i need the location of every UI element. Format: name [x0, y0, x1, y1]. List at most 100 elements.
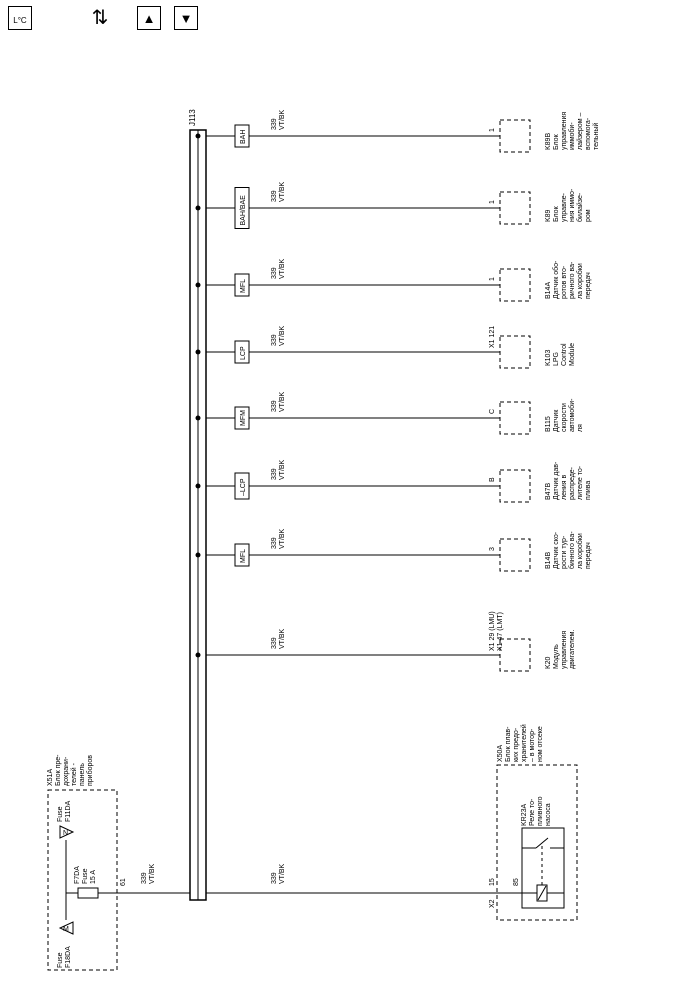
label-line: Fuse — [57, 952, 64, 968]
component-label: LPG — [553, 352, 560, 366]
pin-label: 1 — [489, 200, 496, 204]
component-label: распреде- — [569, 466, 576, 500]
component-label: Блок — [553, 205, 560, 222]
option-tag: BAH/BAE — [240, 195, 247, 226]
component-label: Датчик дав- — [553, 461, 560, 500]
wire-circuit: 339 — [271, 537, 278, 549]
component-connector — [499, 469, 531, 503]
component-label: K103 — [545, 350, 552, 366]
component-label: вспомога- — [585, 117, 592, 150]
label-line: пливного — [537, 796, 544, 826]
wire-color: VT/BK — [279, 109, 286, 130]
component-label: автомоби- — [568, 398, 576, 432]
wire-circuit: 339 — [271, 267, 278, 279]
wire-circuit: 339 — [271, 190, 278, 202]
wire-color: VT/BK — [279, 391, 286, 412]
arrow-down-glyph: ▼ — [179, 10, 193, 26]
fuse-left-terminal — [58, 921, 74, 935]
wire-color: VT/BK — [279, 181, 286, 202]
splice-node — [195, 205, 201, 211]
label-line: – в мотор- — [529, 728, 536, 762]
option-tag: –LCP — [240, 478, 247, 496]
pin-label: X1 47 (LMT) — [497, 612, 504, 651]
wire-color: VT/BK — [279, 258, 286, 279]
splice-node — [195, 415, 201, 421]
label-line: F18DA — [65, 946, 72, 968]
pin-label: 1 — [489, 277, 496, 281]
arrow-up-icon[interactable]: ▲ — [137, 6, 161, 30]
component-label: B47B — [545, 483, 552, 500]
relay-connector-label: X2 — [489, 899, 496, 908]
label-line: Fuse — [57, 806, 64, 822]
component-label: ром — [585, 209, 592, 222]
component-label: Датчик обо- — [552, 260, 560, 299]
relay-body — [521, 827, 565, 909]
component-label: ля — [577, 424, 584, 432]
feed-wire-right-color: VT/BK — [279, 863, 286, 884]
component-label: K20 — [545, 656, 552, 669]
label-line: X50A — [497, 745, 504, 762]
component-connector — [499, 335, 531, 369]
component-label: Датчик ско- — [553, 531, 560, 569]
wire-circuit: 339 — [271, 468, 278, 480]
label-line: F7DA — [74, 866, 81, 884]
component-connector — [499, 119, 531, 153]
component-label: Модуль — [553, 644, 560, 669]
legend-toggle-glyph: L°C — [13, 16, 27, 25]
label-line: F11DA — [65, 800, 72, 822]
pin-label: B — [489, 477, 496, 482]
wire-color: VT/BK — [279, 628, 286, 649]
legend-toggle-icon[interactable]: L°C — [8, 6, 32, 30]
component-label: управления — [561, 112, 568, 150]
component-label: B115 — [545, 416, 552, 432]
label-line: насоса — [545, 803, 552, 826]
label-line: Реле то- — [529, 798, 536, 826]
flow-glyph: ⇅ — [91, 7, 109, 29]
toolbar: L°C ⇅ ▲ ▼ — [0, 0, 700, 40]
flow-icon[interactable]: ⇅ — [88, 6, 112, 30]
wire-circuit: 339 — [271, 400, 278, 412]
component-label: иммоби- — [568, 122, 576, 150]
component-label: бинного ва- — [568, 531, 576, 569]
fuse-main-body — [77, 887, 99, 899]
option-tag-box — [234, 543, 250, 567]
label-line: Блок плав- — [505, 726, 512, 762]
label-line: дохрани- — [63, 756, 70, 786]
wire-color: VT/BK — [279, 325, 286, 346]
label-line: хранителей — [520, 724, 528, 762]
component-label: двигателем. — [569, 630, 576, 669]
component-label: лителе то- — [577, 465, 584, 500]
component-label: ния иммо- — [569, 188, 576, 222]
wire-circuit: 339 — [271, 118, 278, 130]
splice-node — [195, 652, 201, 658]
component-label: управления — [561, 631, 568, 669]
option-tag-box — [234, 273, 250, 297]
component-connector — [499, 401, 531, 435]
label-line: телей - — [70, 762, 78, 786]
option-tag: MFM — [240, 410, 247, 426]
component-label: плива — [585, 481, 592, 500]
component-label: ления в — [561, 475, 568, 500]
component-label: ла коробки — [576, 263, 584, 299]
fuse-block-outline — [47, 789, 118, 971]
component-label: ла коробки — [576, 533, 584, 569]
option-tag: MFL — [240, 549, 247, 563]
wire-color: VT/BK — [279, 459, 286, 480]
fuse-left-letter: M — [63, 926, 69, 933]
option-tag: MFL — [240, 279, 247, 293]
arrow-down-icon[interactable]: ▼ — [174, 6, 198, 30]
component-connector — [499, 538, 531, 572]
component-label: Module — [569, 343, 576, 366]
component-label: K89B — [545, 133, 552, 150]
option-tag-box — [234, 187, 250, 229]
